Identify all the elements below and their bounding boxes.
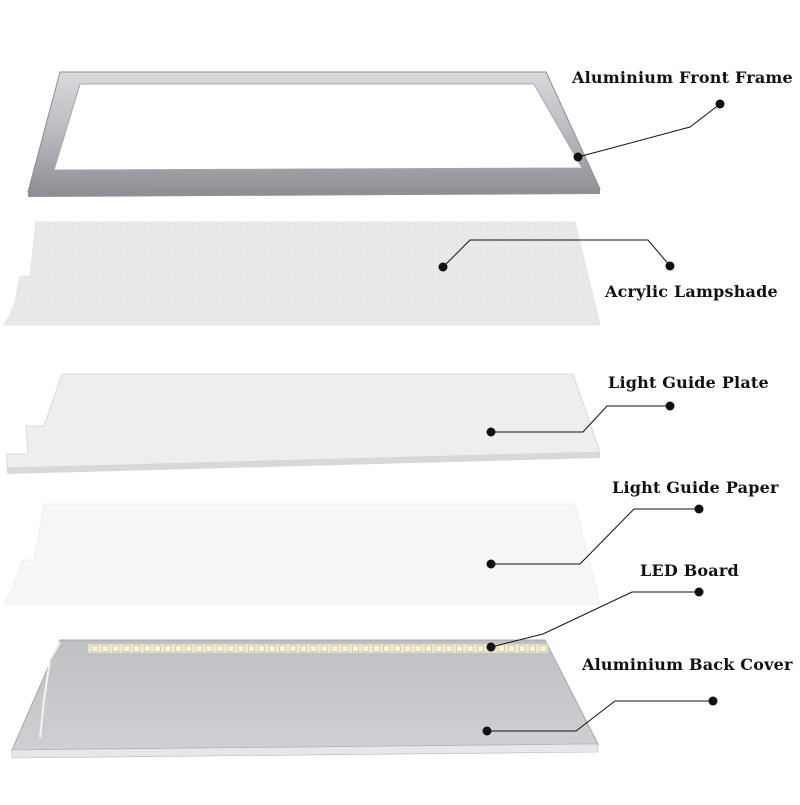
back-cover <box>11 639 599 759</box>
lampshade-sheet <box>3 221 601 326</box>
leader-guide-paper-start-dot <box>486 559 496 569</box>
label-aluminium-back-cover: Aluminium Back Cover <box>582 655 793 674</box>
led-pcb <box>87 643 549 654</box>
led-chip <box>425 645 432 652</box>
led-chip <box>279 645 286 652</box>
led-chip <box>227 645 234 652</box>
front-frame <box>27 71 601 197</box>
led-chip <box>331 645 338 652</box>
led-chip <box>373 645 380 652</box>
leader-lampshade-end-dot <box>665 261 675 271</box>
led-chip <box>320 645 328 652</box>
leader-lampshade-start-dot <box>438 262 448 272</box>
led-chip <box>435 645 443 652</box>
label-light-guide-paper: Light Guide Paper <box>612 478 779 497</box>
leader-guide-paper-line <box>491 508 699 565</box>
back-cover-wire <box>39 641 61 739</box>
leader-front-frame-end-dot <box>715 99 725 109</box>
led-chip <box>456 645 463 652</box>
led-chip <box>498 645 505 652</box>
label-led-board: LED Board <box>640 561 739 580</box>
leader-back-cover-end-dot <box>708 696 718 706</box>
leader-back-cover-start-dot <box>482 726 492 736</box>
led-chip <box>393 645 401 652</box>
acrylic-lampshade <box>3 221 601 326</box>
label-light-guide-plate: Light Guide Plate <box>608 373 769 392</box>
leader-lampshade-line <box>442 239 671 268</box>
guide-plate-top <box>6 373 601 469</box>
front-frame-opening <box>53 83 583 171</box>
led-chip <box>143 645 151 652</box>
led-chip <box>477 645 484 652</box>
leader-led-board-start-dot <box>486 642 496 652</box>
label-acrylic-lampshade: Acrylic Lampshade <box>605 282 778 301</box>
leader-guide-plate-end-dot <box>665 401 675 411</box>
leader-back-cover-line <box>487 700 713 732</box>
led-chip <box>268 645 276 652</box>
front-frame-edge <box>28 189 600 197</box>
led-chip <box>195 645 203 652</box>
light-guide-paper <box>3 503 601 605</box>
leader-guide-paper-end-dot <box>694 504 704 514</box>
guide-plate-edge <box>7 452 600 474</box>
leader-led-board-end-dot <box>694 587 704 597</box>
led-chip <box>258 645 265 652</box>
led-chip <box>529 645 536 652</box>
leader-lines <box>438 99 725 736</box>
back-cover-tray <box>11 639 599 751</box>
guide-paper-sheet <box>3 503 601 605</box>
led-chip <box>216 645 224 652</box>
led-chip <box>289 645 297 652</box>
led-chip <box>383 645 390 652</box>
led-chip <box>133 645 140 652</box>
led-chip <box>164 645 172 652</box>
led-chip <box>112 645 120 652</box>
leader-led-board-line <box>490 591 699 648</box>
led-chip <box>300 645 307 652</box>
led-chip <box>539 645 547 652</box>
led-chip <box>362 645 370 652</box>
led-chip <box>445 645 453 652</box>
led-chip <box>185 645 193 652</box>
led-chip <box>154 645 161 652</box>
led-chip <box>352 645 359 652</box>
light-guide-plate <box>6 373 601 474</box>
led-chip <box>518 645 526 652</box>
led-chip <box>508 645 515 652</box>
label-aluminium-front-frame: Aluminium Front Frame <box>572 68 793 87</box>
leader-front-frame-line <box>577 103 721 158</box>
led-chip <box>404 645 411 652</box>
led-chip <box>466 645 474 652</box>
led-chip <box>102 645 109 652</box>
led-chip <box>341 645 349 652</box>
back-cover-lip <box>11 743 599 759</box>
led-chip <box>414 645 422 652</box>
leader-guide-plate-start-dot <box>486 427 496 437</box>
led-strip <box>87 643 549 654</box>
led-chip <box>91 645 99 652</box>
leader-front-frame-start-dot <box>573 152 583 162</box>
led-chip <box>237 645 245 652</box>
leader-guide-plate-line <box>491 405 670 433</box>
led-chip <box>310 645 318 652</box>
led-chip <box>123 645 130 652</box>
led-chip <box>175 645 182 652</box>
led-chip <box>206 645 213 652</box>
led-chip <box>248 645 255 652</box>
